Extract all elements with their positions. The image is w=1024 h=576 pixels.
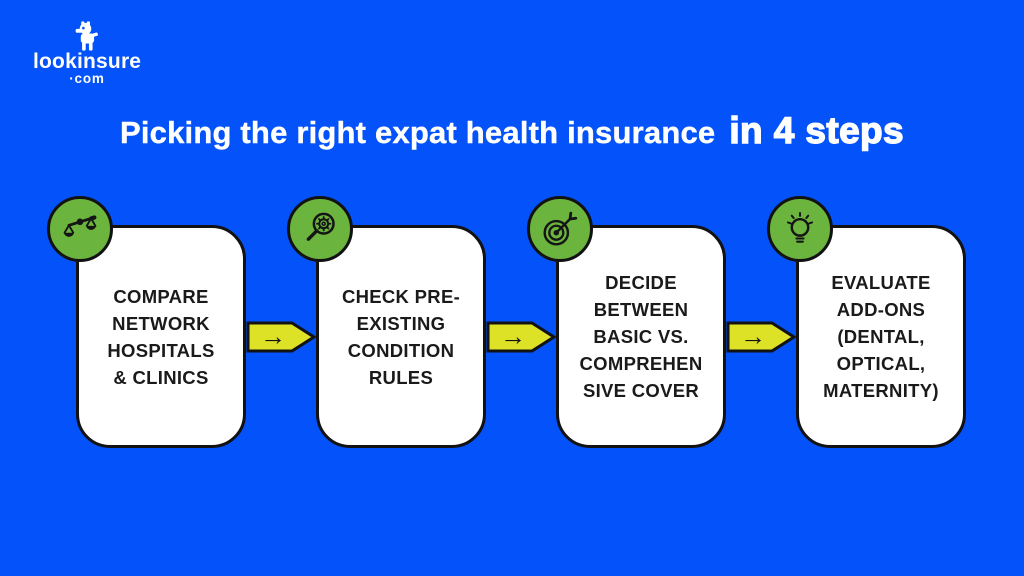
balance-scale-icon xyxy=(63,215,97,237)
brand-tld: ·com xyxy=(69,71,105,86)
arrow-right-icon: → xyxy=(260,321,286,351)
brand-name: lookinsure xyxy=(33,50,142,73)
arrow-shape xyxy=(726,321,796,353)
step-icon-badge xyxy=(527,196,593,262)
target-dart-icon xyxy=(543,211,578,246)
lightbulb-icon xyxy=(786,211,814,243)
step-card-4: EVALUATE ADD-ONS (DENTAL, OPTICAL, MATER… xyxy=(767,196,966,448)
step-text: COMPARE NETWORK HOSPITALS & CLINICS xyxy=(107,285,215,388)
step-card-3: DECIDE BETWEEN BASIC VS. COMPREHEN SIVE … xyxy=(527,196,726,448)
arrow-right-icon: → xyxy=(740,321,766,351)
arrow-shape xyxy=(246,321,316,353)
step-arrow-1: → xyxy=(246,318,316,356)
step-card-2: CHECK PRE- EXISTING CONDITION RULES xyxy=(287,196,486,448)
arrow-right-icon: → xyxy=(500,321,526,351)
step-text: CHECK PRE- EXISTING CONDITION RULES xyxy=(341,285,461,388)
step-arrow-3: → xyxy=(726,318,796,356)
arrow-shape xyxy=(486,321,556,353)
step-card-1: COMPARE NETWORK HOSPITALS & CLINICS xyxy=(47,196,246,448)
page-title: Picking the right expat health insurance… xyxy=(0,109,1024,152)
step-icon-badge xyxy=(47,196,113,262)
step-text: DECIDE BETWEEN BASIC VS. COMPREHEN SIVE … xyxy=(579,272,703,401)
logo-block: lookinsure ·com xyxy=(33,21,141,86)
step-text: EVALUATE ADD-ONS (DENTAL, OPTICAL, MATER… xyxy=(823,272,939,401)
step-arrow-2: → xyxy=(486,318,556,356)
magnifier-gear-icon xyxy=(306,212,335,241)
dog-mascot-icon xyxy=(75,21,98,51)
page-title-regular: Picking the right expat health insurance xyxy=(119,115,716,150)
step-icon-badge xyxy=(287,196,353,262)
page-title-emphasis: in 4 steps xyxy=(729,109,905,151)
step-icon-badge xyxy=(767,196,833,262)
